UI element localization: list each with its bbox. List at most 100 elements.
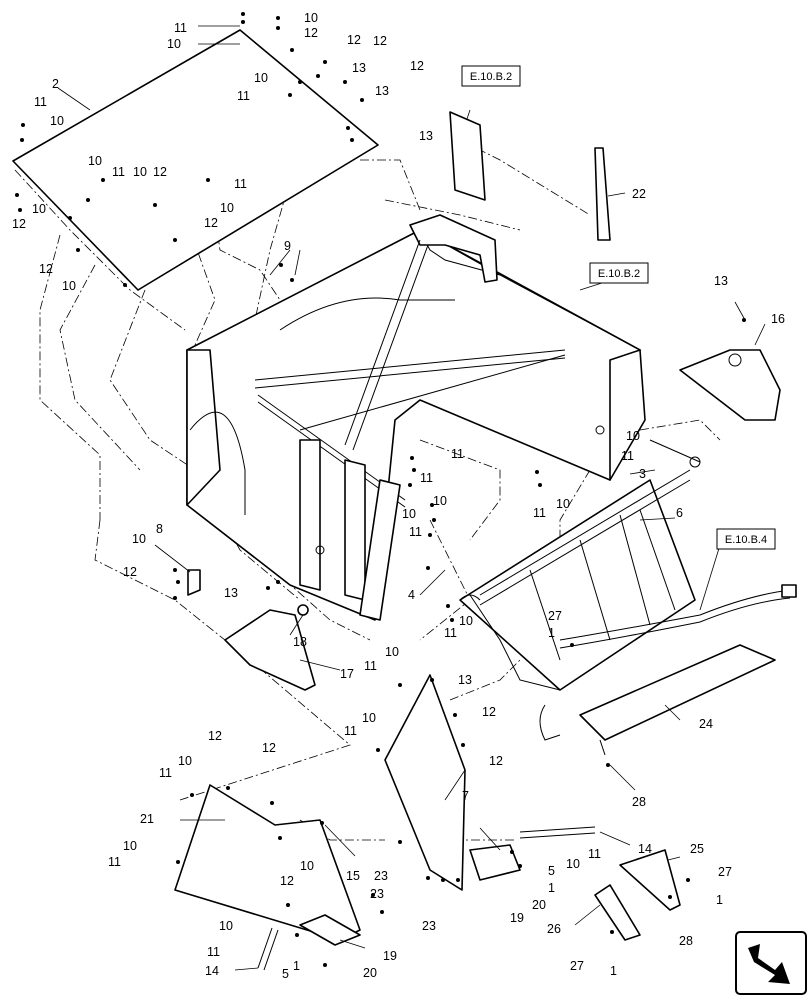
callout: 11 (207, 945, 220, 959)
callout: 10 (178, 754, 192, 768)
callout: 5 (282, 967, 289, 981)
callout: 13 (419, 129, 433, 143)
ref-box-3[interactable]: E.10.B.4 (716, 528, 776, 550)
callout: 12 (12, 217, 26, 231)
callout: 10 (254, 71, 268, 85)
ref-label: E.10.B.2 (598, 268, 640, 280)
callout: 10 (167, 37, 181, 51)
callout: 13 (224, 586, 238, 600)
part-3-shaft (649, 439, 701, 468)
main-frame (186, 214, 646, 621)
callout: 20 (532, 898, 546, 912)
callout: 12 (262, 741, 276, 755)
callout: 13 (375, 84, 389, 98)
part-14-rod (257, 826, 596, 971)
callout: 13 (714, 274, 728, 288)
callout: 6 (676, 506, 683, 520)
callout: 10 (32, 202, 46, 216)
callout: 11 (174, 21, 187, 35)
callout: 2 (52, 77, 59, 91)
callout: 11 (108, 855, 121, 869)
callout: 10 (402, 507, 416, 521)
fasteners (15, 12, 746, 967)
callout: 11 (409, 525, 422, 539)
callout: 3 (639, 467, 646, 481)
callout: 10 (62, 279, 76, 293)
callout: 1 (548, 626, 555, 640)
callout: 10 (300, 859, 314, 873)
callout: 10 (433, 494, 447, 508)
callout: 1 (293, 959, 300, 973)
hose-assembly (539, 584, 797, 741)
callout: 12 (373, 34, 387, 48)
part-2-top-plate (12, 29, 379, 291)
callout: 11 (159, 766, 172, 780)
callout: 10 (362, 711, 376, 725)
part-17-support (224, 604, 316, 691)
part-6-pan (459, 469, 696, 691)
callout: 7 (462, 789, 469, 803)
callout: 11 (451, 447, 464, 461)
callout: 12 (39, 262, 53, 276)
callout: 8 (156, 522, 163, 536)
callout: 26 (547, 922, 561, 936)
callout: 11 (112, 165, 125, 179)
part-24-plate (579, 644, 776, 756)
callout: 10 (566, 857, 580, 871)
callout: 20 (363, 966, 377, 980)
callout: 10 (304, 11, 318, 25)
callout: 1 (610, 964, 617, 978)
callout: 11 (444, 626, 457, 640)
callout: 12 (410, 59, 424, 73)
callout: 14 (638, 842, 652, 856)
callout: 1 (716, 893, 723, 907)
ref-box-1[interactable]: E.10.B.2 (461, 65, 521, 87)
callout: 10 (219, 919, 233, 933)
callout: 10 (385, 645, 399, 659)
callout: 28 (679, 934, 693, 948)
callout: 12 (153, 165, 167, 179)
callout: 10 (626, 429, 640, 443)
callout: 25 (690, 842, 704, 856)
part-25-guard (594, 849, 681, 941)
callout: 12 (304, 26, 318, 40)
callout: 10 (132, 532, 146, 546)
callout: 10 (123, 839, 137, 853)
callout: 19 (510, 911, 524, 925)
callout: 23 (422, 919, 436, 933)
callout: 27 (570, 959, 584, 973)
callout: 12 (489, 754, 503, 768)
callout: 9 (284, 239, 291, 253)
callout: 17 (340, 667, 354, 681)
callout: 23 (374, 869, 388, 883)
callout: 10 (88, 154, 102, 168)
callout: 12 (482, 705, 496, 719)
ref-box-2[interactable]: E.10.B.2 (589, 262, 649, 284)
ref-label: E.10.B.2 (470, 71, 512, 83)
callout: 11 (420, 471, 433, 485)
callout: 11 (34, 95, 47, 109)
callout: 11 (588, 847, 601, 861)
part-7-panel (384, 674, 466, 891)
part-8-bracket (187, 569, 201, 596)
leader-lines (57, 25, 766, 971)
callout: 22 (632, 187, 646, 201)
callout: 19 (383, 949, 397, 963)
callout: 11 (237, 89, 250, 103)
callout: 12 (208, 729, 222, 743)
nav-arrow-icon[interactable] (735, 931, 807, 995)
callout: 12 (204, 216, 218, 230)
part-22-strip (594, 147, 611, 241)
ref-label: E.10.B.4 (725, 534, 767, 546)
callout: 18 (293, 635, 307, 649)
callout: 27 (718, 865, 732, 879)
part-16-bracket (679, 349, 781, 421)
ref-bracket (449, 111, 486, 201)
callout: 27 (548, 609, 562, 623)
callout-labels: 11 10 10 12 12 12 13 13 12 13 10 11 2 11… (12, 11, 785, 981)
callout: 24 (699, 717, 713, 731)
callout: 12 (280, 874, 294, 888)
part-21-panel (174, 784, 361, 946)
callout: 11 (621, 449, 634, 463)
